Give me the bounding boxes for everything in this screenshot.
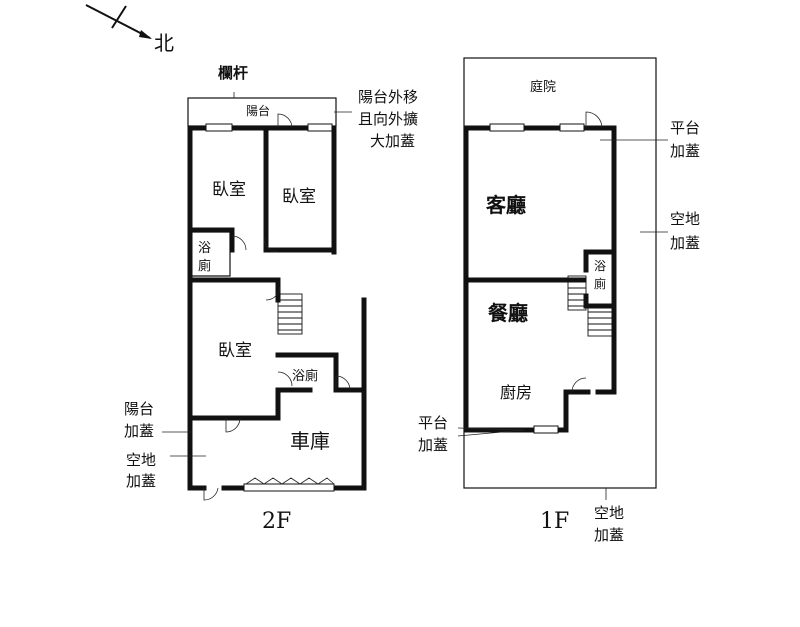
platform-bottom-line2: 加蓋 [418,436,448,454]
balcony-note-line3: 大加蓋 [370,132,415,150]
north-arrow-icon [85,4,152,39]
balcony-note-line1: 陽台外移 [358,88,418,106]
balcony-label: 陽台 [246,103,270,118]
bath-1f-label-2: 廁 [594,276,606,291]
north-label: 北 [154,31,174,55]
platform-top-line1: 平台 [670,119,700,137]
living-room-label: 客廳 [485,193,526,217]
bath-upper-label-1: 浴 [198,241,211,256]
bedroom-c-label: 臥室 [218,341,252,361]
yard-addition-line2: 加蓋 [126,472,156,490]
platform-bottom-line1: 平台 [418,414,448,432]
courtyard-label: 庭院 [530,79,556,95]
vacant-bottom-line2: 加蓋 [594,526,624,544]
floor-1f-title: 1F [540,509,569,534]
garage-label: 車庫 [290,429,330,453]
bath-1f-label-1: 浴 [594,259,606,273]
vacant-bottom-line1: 空地 [594,504,624,522]
balcony-addition-line2: 加蓋 [124,422,154,440]
bath-upper-label-2: 廁 [198,258,211,274]
plan-1f [457,57,668,500]
bedroom-b-label: 臥室 [282,187,316,207]
kitchen-label: 廚房 [500,383,532,402]
vacant-right-line1: 空地 [670,210,700,228]
platform-top-line2: 加蓋 [670,142,700,160]
railing-label: 欄杆 [218,64,248,82]
balcony-note-line2: 且向外擴 [358,110,418,128]
yard-addition-line1: 空地 [126,451,156,469]
balcony-addition-line1: 陽台 [124,400,154,418]
bedroom-a-label: 臥室 [212,180,246,200]
floor-2f-title: 2F [262,509,291,534]
vacant-right-line2: 加蓋 [670,234,700,252]
bath-lower-label: 浴廁 [292,368,318,384]
dining-room-label: 餐廳 [488,301,528,325]
plan-2f [162,92,367,501]
